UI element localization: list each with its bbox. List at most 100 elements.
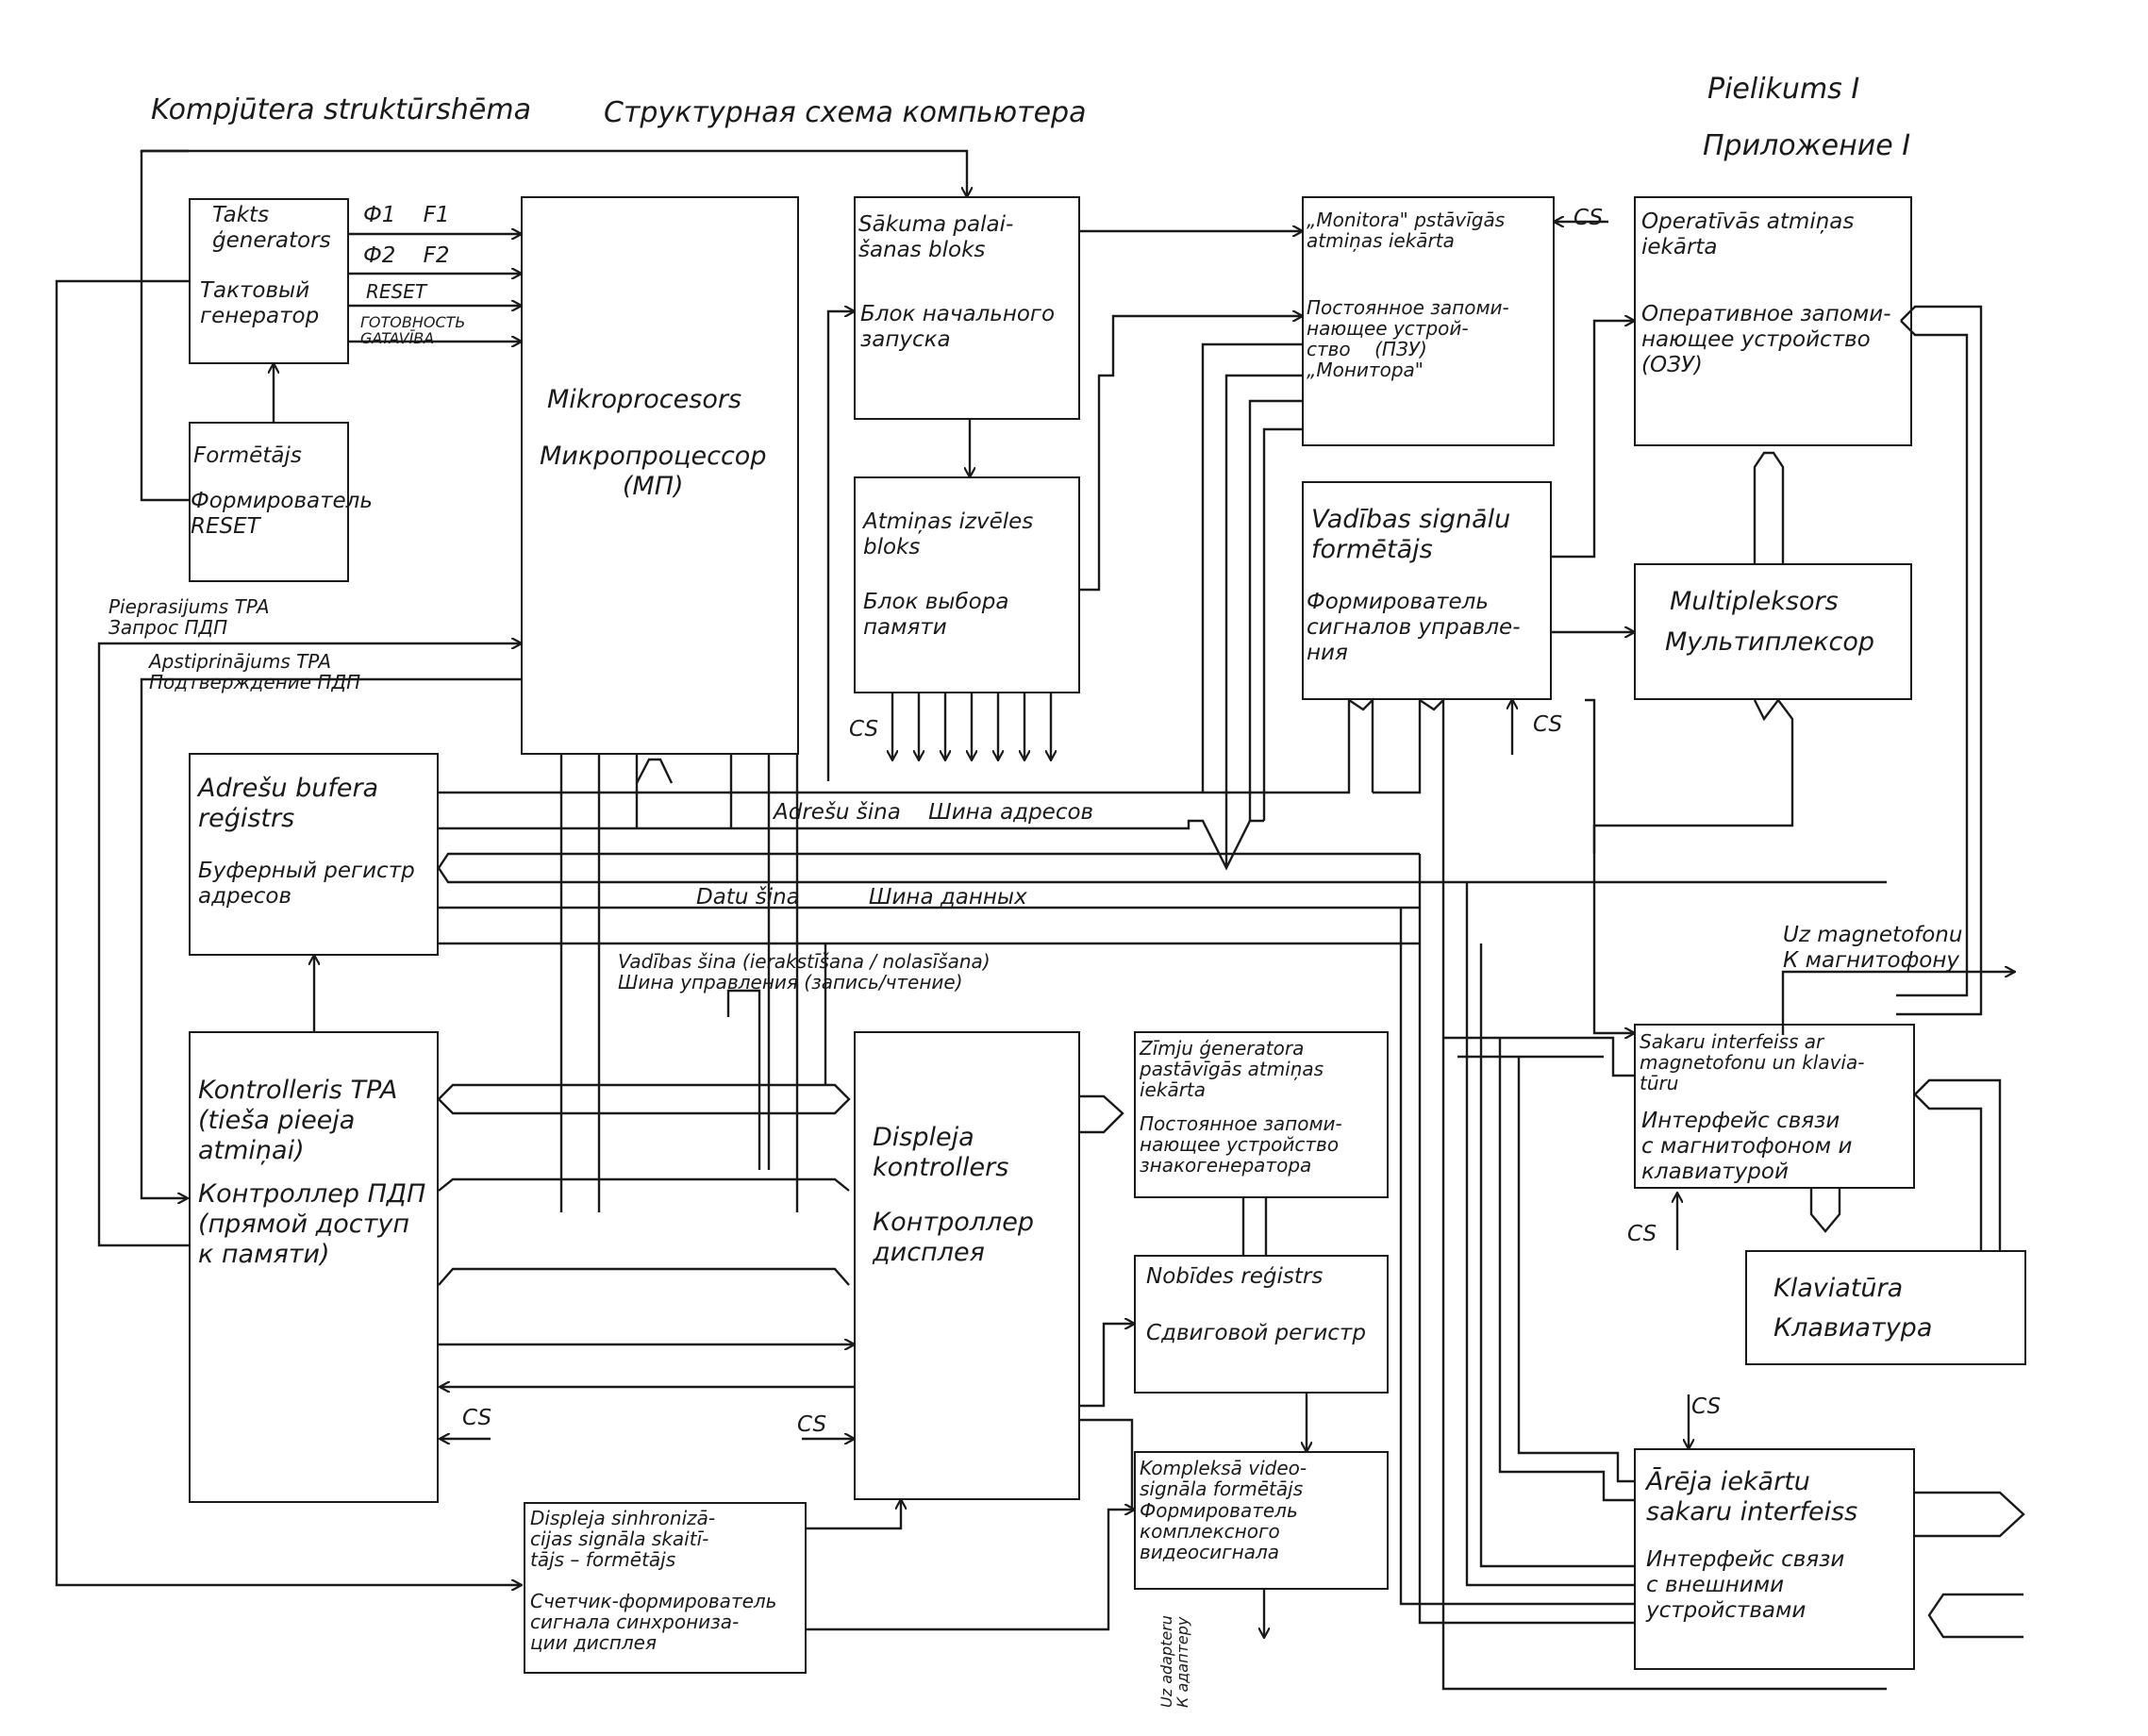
- dma-display-pipe-3: [438, 1267, 850, 1286]
- label-address-bus: Adrešu šina Шина адресов: [774, 800, 1094, 825]
- bus-to-ext-4: [1479, 943, 1634, 1568]
- tapekbd-label-lv: Sakaru interfeiss ar magnetofonu un klav…: [1640, 1030, 1865, 1094]
- clock-generator-block: [189, 198, 349, 364]
- sync-to-display: [807, 1500, 901, 1530]
- address-buffer-block: [189, 753, 439, 956]
- tape-out: [1781, 972, 2014, 1035]
- ctrlsig-label-ru: Формирователь сигналов управле- ния: [1307, 590, 1521, 665]
- sync-to-video: [807, 1510, 1134, 1631]
- cpu-label-lv: Mikroprocesors: [547, 385, 742, 414]
- video-label-lv: Kompleksā video- signāla formētājs: [1140, 1457, 1307, 1500]
- sync-label-ru: Счетчик-формирователь сигнала синхрониза…: [530, 1590, 777, 1654]
- bus-to-ext-2: [1399, 908, 1634, 1606]
- kbd-label-lv: Klaviatūra: [1773, 1274, 1904, 1303]
- cs-outputs: [892, 693, 1051, 760]
- kbd-pipe-right2: [1914, 1093, 1983, 1250]
- addr-bus-to-rom: [1224, 374, 1302, 868]
- chargen-label-lv: Zīmju ģeneratora pastāvīgās atmiņas iekā…: [1140, 1037, 1324, 1101]
- ram-label-ru: Оперативное запоми- нающее устройство (О…: [1641, 302, 1891, 377]
- signal-ready: ГОТОВНОСТЬ GATAVĪBA: [360, 313, 466, 347]
- shift-register-block: [1134, 1255, 1389, 1394]
- sync-label-lv: Displeja sinhronizā- cijas signāla skait…: [530, 1507, 716, 1571]
- dma-display-pipe-1: [438, 1083, 851, 1115]
- ram-mux-pipe: [1753, 451, 1785, 563]
- signal-f2: Ф2 F2: [363, 243, 450, 268]
- display-to-shift: [1080, 1324, 1134, 1408]
- dma-display-pipe-2: [438, 1177, 850, 1192]
- ctrl-to-tape: [1585, 698, 1634, 1033]
- dma-controller-block: [189, 1031, 439, 1503]
- data-bus-bottom: [438, 867, 1887, 884]
- kbd-pipe-right: [1914, 1078, 2002, 1250]
- shift-label-ru: Сдвиговой регистр: [1146, 1321, 1366, 1345]
- multiplexer-block: [1634, 563, 1912, 700]
- addrbuf-label-lv: Adrešu bufera reģistrs: [198, 774, 379, 833]
- video-former-block: [1134, 1451, 1389, 1590]
- dma-label-lv: Kontrolleris TPA (tieša pieeja atmiņai): [198, 1076, 398, 1165]
- cs-memsel: CS: [849, 717, 879, 742]
- reset-feedback-line: [142, 149, 967, 196]
- cpu-label-ru: Микропроцессор (МП): [540, 442, 767, 501]
- ext-label-ru: Интерфейс связи с внешними устройствами: [1646, 1547, 1845, 1623]
- cpu-block: [521, 196, 799, 755]
- keyboard-block: [1745, 1250, 2026, 1365]
- signal-dma-request: Pieprasijums TPA Запрос ПДП: [108, 595, 270, 639]
- data-to-mux: [1592, 698, 1794, 854]
- label-control-bus: Vadības šina (ierakstīšana / nolasīšana)…: [618, 950, 991, 993]
- boot-label-ru: Блок начального запуска: [860, 302, 1056, 352]
- mux-label-lv: Multipleksors: [1670, 587, 1839, 616]
- ctrlsig-label-lv: Vadības signālu formētājs: [1311, 505, 1511, 564]
- monitor-rom-block: [1302, 196, 1555, 446]
- cs-rom: CS: [1574, 206, 1604, 230]
- cs-dma: CS: [462, 1406, 492, 1430]
- chargen-rom-block: [1134, 1031, 1389, 1198]
- addr-to-boot: [826, 311, 854, 781]
- bus-to-ext-5: [1498, 1038, 1634, 1502]
- kbd-label-ru: Клавиатура: [1773, 1313, 1933, 1343]
- reset-to-boot-wire: [140, 149, 189, 502]
- dma-label-ru: Контроллер ПДП (прямой доступ к памяти): [198, 1179, 426, 1269]
- signal-f1: Ф1 F1: [363, 203, 450, 227]
- display-controller-block: [854, 1031, 1080, 1500]
- addr-bus-to-rom-2: [1248, 399, 1302, 821]
- data-bus-top: [438, 852, 1420, 869]
- cs-ctrlsig: CS: [1533, 712, 1563, 737]
- appendix-russian: Приложение I: [1703, 129, 1911, 162]
- title-russian: Структурная схема компьютера: [604, 96, 1087, 129]
- signal-reset: RESET: [366, 280, 427, 303]
- address-bus-b: [439, 819, 1264, 871]
- bus-to-ext-6: [1517, 1057, 1634, 1483]
- label-data-bus: Datu šina Шина данных: [696, 885, 1027, 910]
- label-to-tape: Uz magnetofonu К магнитофону: [1783, 923, 1963, 973]
- memsel-to-rom: [1080, 316, 1302, 592]
- chargen-label-ru: Постоянное запоми- нающее устройство зна…: [1140, 1112, 1342, 1177]
- cs-display: CS: [797, 1412, 827, 1437]
- ext-out-pipe: [1915, 1491, 2025, 1538]
- control-signal-former-block: [1302, 481, 1552, 700]
- reset-label-ru: Формирователь RESET: [191, 489, 373, 539]
- video-label-ru: Формирователь комплексного видеосигнала: [1140, 1499, 1298, 1563]
- display-vbus-1: [726, 989, 761, 1170]
- rom-label-ru: Постоянное запоми- нающее устрой- ство (…: [1307, 296, 1509, 381]
- clock-label-lv: Takts ģenerators: [212, 203, 331, 253]
- addr-line-rom-3: [1201, 342, 1302, 793]
- signal-dma-ack: Apstiprinājums TPA Подтверждение ПДП: [149, 650, 361, 693]
- display-to-video: [1080, 1418, 1134, 1510]
- ext-in-pipe: [1927, 1593, 2023, 1639]
- shift-label-lv: Nobīdes reģistrs: [1146, 1264, 1324, 1289]
- memory-select-block: [854, 476, 1080, 693]
- memsel-label-lv: Atmiņas izvēles bloks: [863, 509, 1034, 559]
- tape-kbd-pipe: [1809, 1189, 1841, 1233]
- ram-label-lv: Operatīvās atmiņas iekārta: [1641, 209, 1855, 259]
- tape-keyboard-interface-block: [1634, 1024, 1915, 1189]
- clock-label-ru: Тактовый генератор: [200, 278, 320, 328]
- bus-to-tape-1: [1443, 1036, 1634, 1077]
- external-interface-block: [1634, 1448, 1915, 1670]
- display-label-ru: Контроллер дисплея: [873, 1208, 1034, 1267]
- title-latvian: Kompjūtera struktūrshēma: [151, 93, 531, 126]
- ram-block: [1634, 196, 1912, 446]
- addr-line-rom-4: [1262, 427, 1302, 821]
- ext-label-lv: Ārēja iekārtu sakaru interfeiss: [1646, 1467, 1858, 1527]
- memsel-label-ru: Блок выбора памяти: [863, 590, 1009, 640]
- display-to-chargen: [1080, 1094, 1124, 1134]
